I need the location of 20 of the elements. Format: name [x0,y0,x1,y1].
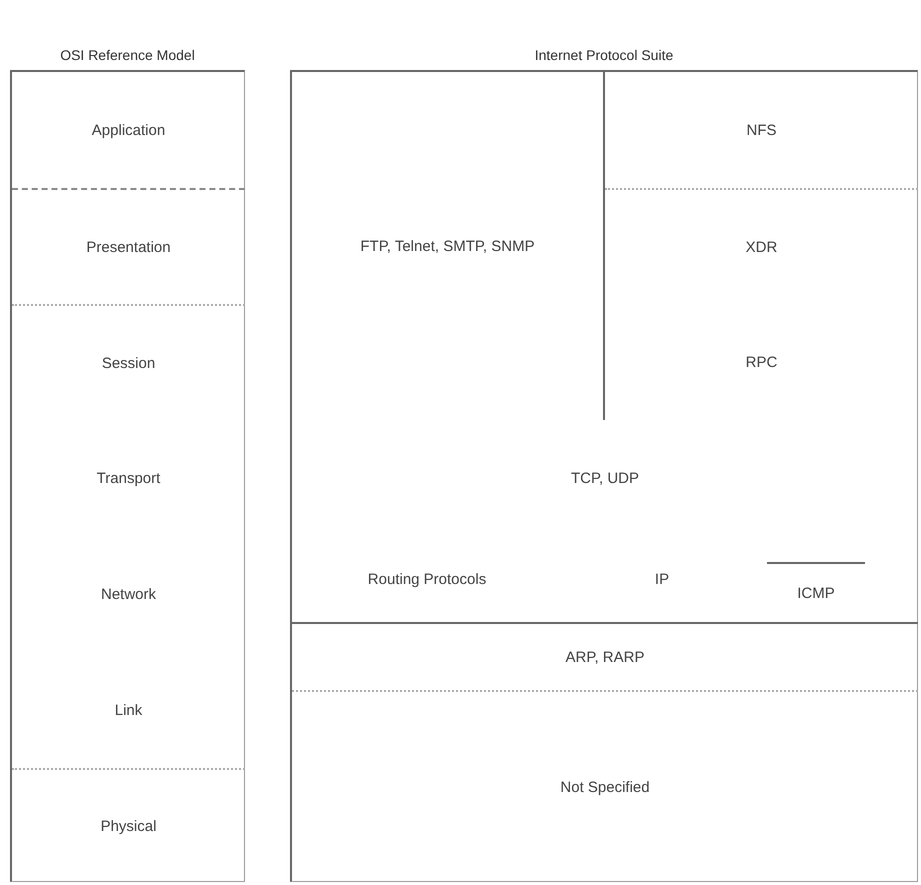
layer-name: Link [114,700,144,720]
layer-name: RPC [744,352,778,372]
layer-name: FTP, Telnet, SMTP, SNMP [359,236,536,256]
layer-name: Routing Protocols [366,570,488,588]
layer-cell [292,622,918,692]
layer-name: NFS [746,120,778,140]
column-heading: Internet Protocol Suite [534,46,674,64]
layer-name: Physical [100,816,158,836]
layer-name: TCP, UDP [570,468,640,488]
layer-name: Session [100,354,156,372]
layer-name: IP [654,570,670,588]
layer-name: Presentation [85,238,172,256]
layer-name: ICMP [796,584,836,602]
column-heading: OSI Reference Model [59,46,196,64]
layer-name: Not Specified [559,778,651,796]
layer-name: Transport [96,468,162,488]
layer-name: Network [100,584,157,604]
layer-name: XDR [744,238,778,256]
layer-name: ARP, RARP [564,648,646,666]
layer-name: Application [90,120,166,140]
